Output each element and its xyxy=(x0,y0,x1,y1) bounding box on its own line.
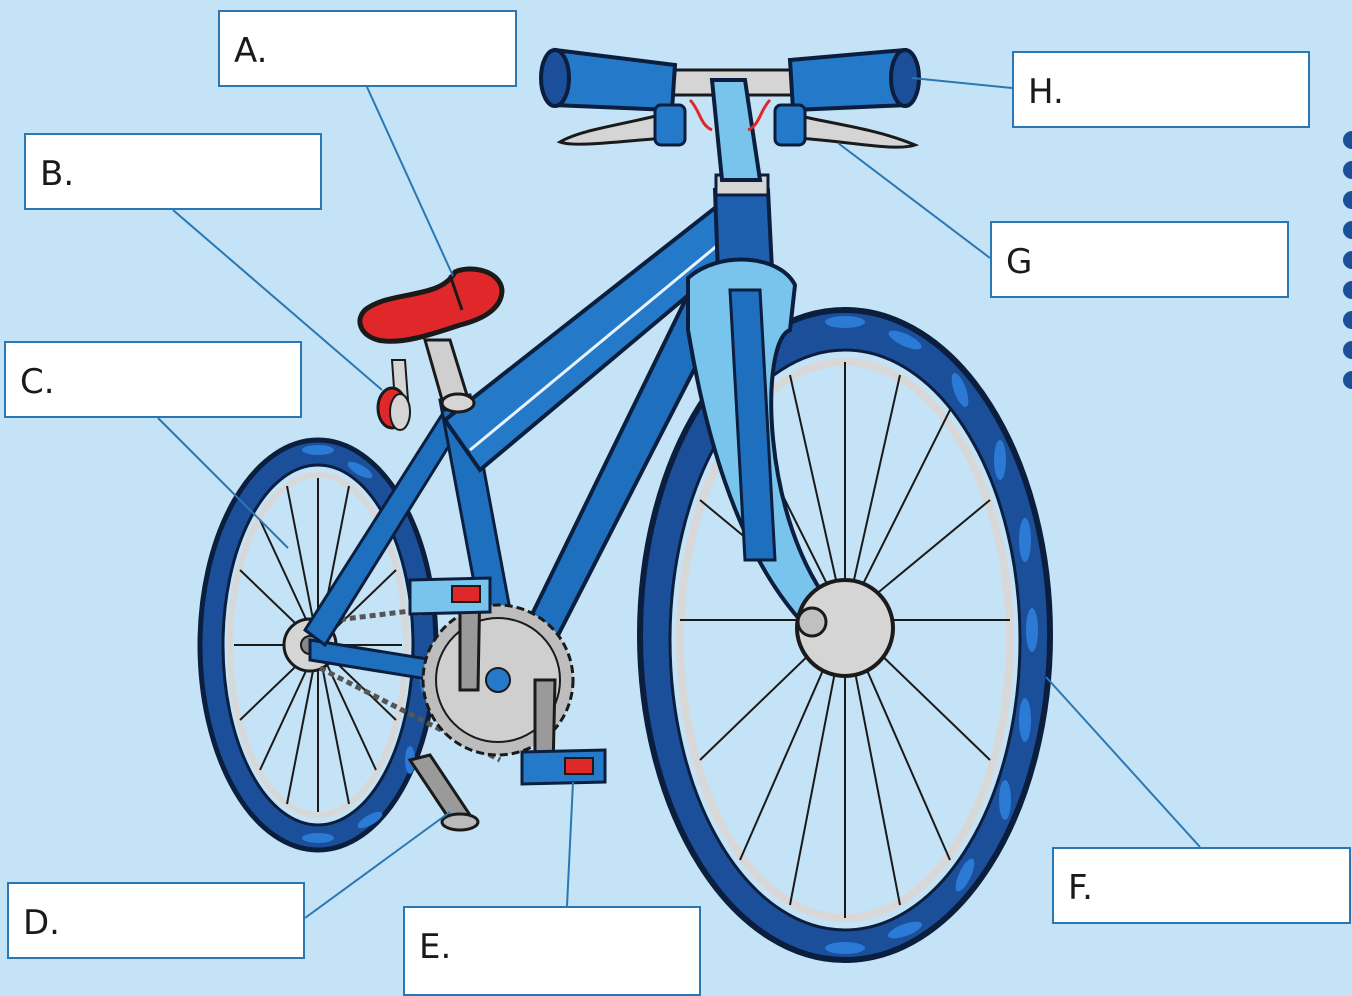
label-text-a: A. xyxy=(234,34,267,68)
leader-line-g xyxy=(838,143,990,258)
leader-line-a xyxy=(367,87,453,276)
label-text-g: G xyxy=(1006,245,1032,279)
label-text-e: E. xyxy=(419,930,451,964)
label-text-b: B. xyxy=(40,157,74,191)
edge-decoration xyxy=(1340,120,1352,400)
label-box-d[interactable]: D. xyxy=(7,882,305,959)
seat xyxy=(360,269,502,341)
rear-reflector xyxy=(378,360,410,430)
label-box-b[interactable]: B. xyxy=(24,133,322,210)
label-text-c: C. xyxy=(20,365,55,399)
leader-line-h xyxy=(912,78,1012,88)
kickstand xyxy=(410,755,478,830)
label-box-h[interactable]: H. xyxy=(1012,51,1310,128)
leader-line-f xyxy=(1046,677,1200,847)
label-box-f[interactable]: F. xyxy=(1052,847,1351,924)
label-text-h: H. xyxy=(1028,75,1064,109)
label-box-g[interactable]: G xyxy=(990,221,1289,298)
leader-line-e xyxy=(567,782,573,906)
front-hub xyxy=(797,580,893,676)
label-box-c[interactable]: C. xyxy=(4,341,302,418)
label-box-a[interactable]: A. xyxy=(218,10,517,87)
label-text-d: D. xyxy=(23,906,60,940)
seat-post xyxy=(425,340,474,412)
label-text-f: F. xyxy=(1068,871,1093,905)
label-box-e[interactable]: E. xyxy=(403,906,701,996)
